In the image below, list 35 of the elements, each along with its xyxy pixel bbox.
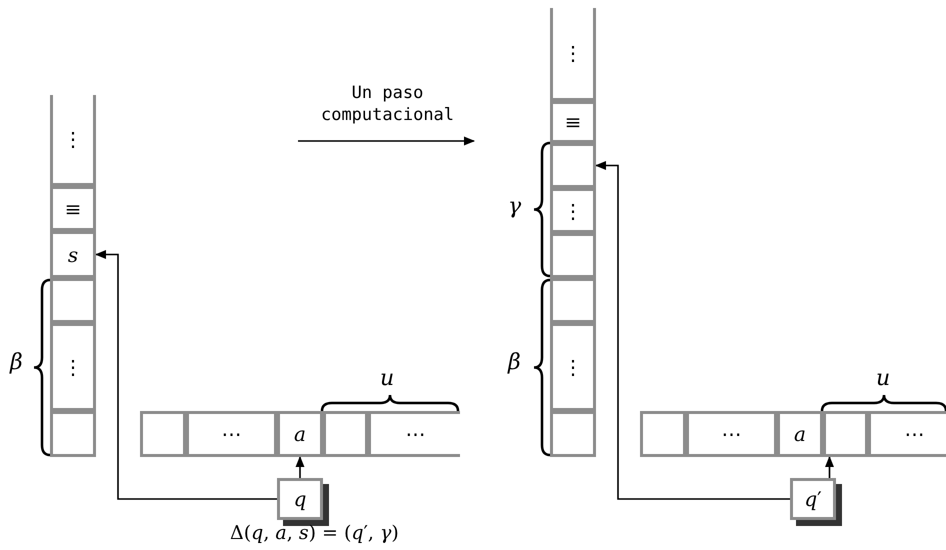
math-label: β (508, 350, 521, 375)
stack-cell: ⋮ (50, 95, 96, 186)
stack-cell (550, 278, 596, 323)
stack-cell: ⋮ (50, 323, 96, 411)
stack-cell: ⋮ (550, 8, 596, 101)
tape-cell: a (277, 411, 323, 457)
tape-cell (323, 411, 368, 457)
math-label: β (10, 350, 23, 375)
tape-cell: ⋯ (868, 411, 946, 457)
tape-cell (640, 411, 686, 457)
arrow (296, 456, 304, 478)
arrow (94, 250, 277, 500)
tape-cell: ⋯ (368, 411, 460, 457)
tape-cell: ⋯ (686, 411, 777, 457)
stack-cell (50, 278, 96, 323)
stack-cell (550, 233, 596, 278)
math-label: u (380, 366, 394, 391)
tape-cell: a (777, 411, 823, 457)
stack-cell (550, 411, 596, 457)
stack-cell: ⋮ (550, 188, 596, 233)
stack-cell: s (50, 231, 96, 278)
stack-cell: ⋮ (550, 323, 596, 411)
stack-cell: ≡ (50, 186, 96, 231)
math-label: u (876, 366, 890, 391)
tape-cell: ⋯ (186, 411, 277, 457)
stack-cell (550, 143, 596, 188)
step-label: Un paso computacional (320, 82, 456, 126)
tape-cell (140, 411, 186, 457)
stack-cell (50, 411, 96, 457)
arrow (594, 161, 790, 500)
math-label: γ (508, 194, 522, 219)
caption: Δ(q, a, s) = (q′, γ) (230, 522, 399, 544)
stack-cell: ≡ (550, 101, 596, 143)
tape-cell (823, 411, 868, 457)
arrow (825, 456, 834, 478)
